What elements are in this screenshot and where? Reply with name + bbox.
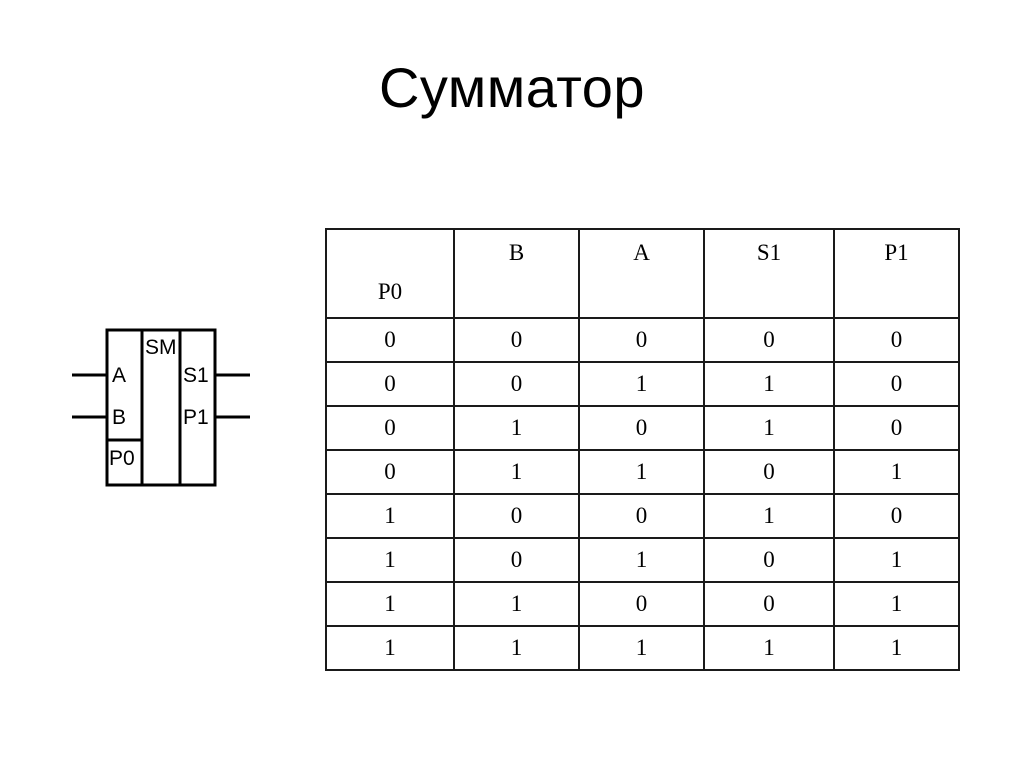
table-cell: 1: [325, 493, 455, 539]
table-header-a: A: [578, 228, 705, 319]
table-cell: 0: [578, 581, 705, 627]
table-cell: 0: [325, 361, 455, 407]
table-cell: 0: [833, 405, 960, 451]
table-row: 1 1 0 0 1: [325, 581, 960, 627]
table-cell: 1: [325, 537, 455, 583]
table-cell: 1: [833, 537, 960, 583]
table-cell: 0: [833, 317, 960, 363]
adder-block-symbol: A B P0 SM S1 P1: [60, 318, 270, 503]
table-header-row: P0 B A S1 P1: [325, 228, 960, 319]
table-cell: 1: [703, 625, 835, 671]
table-cell: 0: [453, 361, 580, 407]
table-cell: 1: [578, 449, 705, 495]
table-cell: 0: [578, 405, 705, 451]
table-row: 1 0 0 1 0: [325, 493, 960, 539]
table-cell: 1: [833, 449, 960, 495]
table-cell: 1: [325, 625, 455, 671]
truth-table: P0 B A S1 P1 0 0 0 0 0 0 0 1 1 0 0 1 0 1…: [325, 228, 960, 671]
table-row: 0 0 0 0 0: [325, 317, 960, 363]
table-cell: 0: [703, 581, 835, 627]
table-cell: 0: [453, 493, 580, 539]
table-cell: 1: [578, 537, 705, 583]
table-cell: 1: [578, 625, 705, 671]
table-cell: 0: [578, 317, 705, 363]
table-row: 1 0 1 0 1: [325, 537, 960, 583]
table-cell: 1: [325, 581, 455, 627]
table-cell: 1: [453, 405, 580, 451]
table-cell: 1: [703, 493, 835, 539]
diagram-label-s1: S1: [183, 364, 209, 387]
table-cell: 1: [833, 625, 960, 671]
table-cell: 1: [578, 361, 705, 407]
table-row: 0 0 1 1 0: [325, 361, 960, 407]
table-cell: 0: [453, 317, 580, 363]
table-header-s1: S1: [703, 228, 835, 319]
table-cell: 0: [833, 361, 960, 407]
table-cell: 1: [453, 581, 580, 627]
table-cell: 1: [453, 449, 580, 495]
table-row: 0 1 0 1 0: [325, 405, 960, 451]
table-cell: 0: [325, 449, 455, 495]
table-cell: 0: [703, 449, 835, 495]
table-cell: 1: [453, 625, 580, 671]
diagram-label-b: B: [112, 406, 126, 429]
table-header-p0: P0: [325, 228, 455, 319]
table-cell: 1: [703, 405, 835, 451]
diagram-label-sm: SM: [145, 336, 177, 359]
table-cell: 1: [833, 581, 960, 627]
table-cell: 0: [453, 537, 580, 583]
table-cell: 0: [578, 493, 705, 539]
table-header-b: B: [453, 228, 580, 319]
table-row: 0 1 1 0 1: [325, 449, 960, 495]
diagram-label-a: A: [112, 364, 126, 387]
table-cell: 0: [325, 317, 455, 363]
table-cell: 1: [703, 361, 835, 407]
table-body: 0 0 0 0 0 0 0 1 1 0 0 1 0 1 0 0 1 1 0 1: [325, 317, 960, 671]
diagram-label-p0: P0: [109, 447, 135, 470]
page-title: Сумматор: [378, 56, 646, 119]
adder-outer-rect: [105, 328, 217, 487]
table-cell: 0: [703, 537, 835, 583]
table-cell: 0: [833, 493, 960, 539]
table-cell: 0: [703, 317, 835, 363]
diagram-label-p1: P1: [183, 406, 209, 429]
table-cell: 0: [325, 405, 455, 451]
table-row: 1 1 1 1 1: [325, 625, 960, 671]
table-header-p1: P1: [833, 228, 960, 319]
